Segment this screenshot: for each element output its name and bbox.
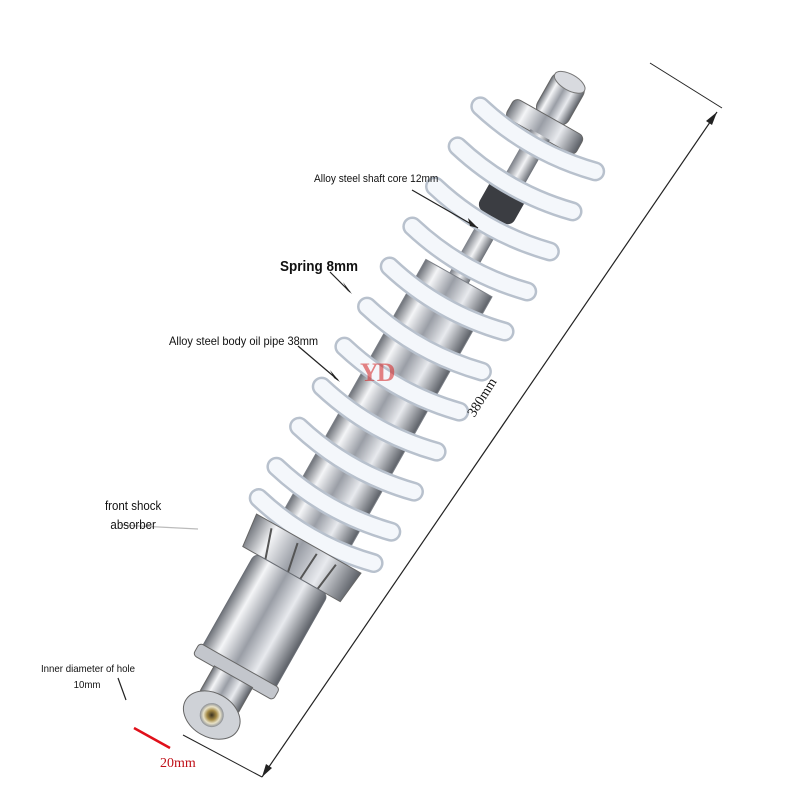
shock-body [182, 70, 606, 740]
pointer-lines [117, 189, 479, 701]
hole-diameter-label: Inner diameter of hole 10mm [41, 661, 135, 693]
body-oil-pipe-label: Alloy steel body oil pipe 38mm [169, 334, 319, 348]
hole-diameter-label-line1: Inner diameter of hole [41, 663, 135, 675]
width-dimension-label: 20mm [160, 756, 196, 771]
front-shock-label-line2: absorber [110, 518, 156, 532]
length-dimension-line [182, 62, 723, 778]
shaft-core-label: Alloy steel shaft core 12mm [314, 173, 439, 185]
spring-coils [248, 96, 606, 574]
watermark-logo: YD [360, 358, 396, 387]
front-shock-label: front shock absorber [100, 497, 166, 535]
front-shock-label-line1: front shock [104, 499, 162, 513]
spring-label: Spring 8mm [280, 258, 359, 275]
width-measure-line [133, 726, 171, 750]
mount-hole [199, 703, 224, 728]
hole-diameter-label-line2: 10mm [73, 679, 101, 691]
